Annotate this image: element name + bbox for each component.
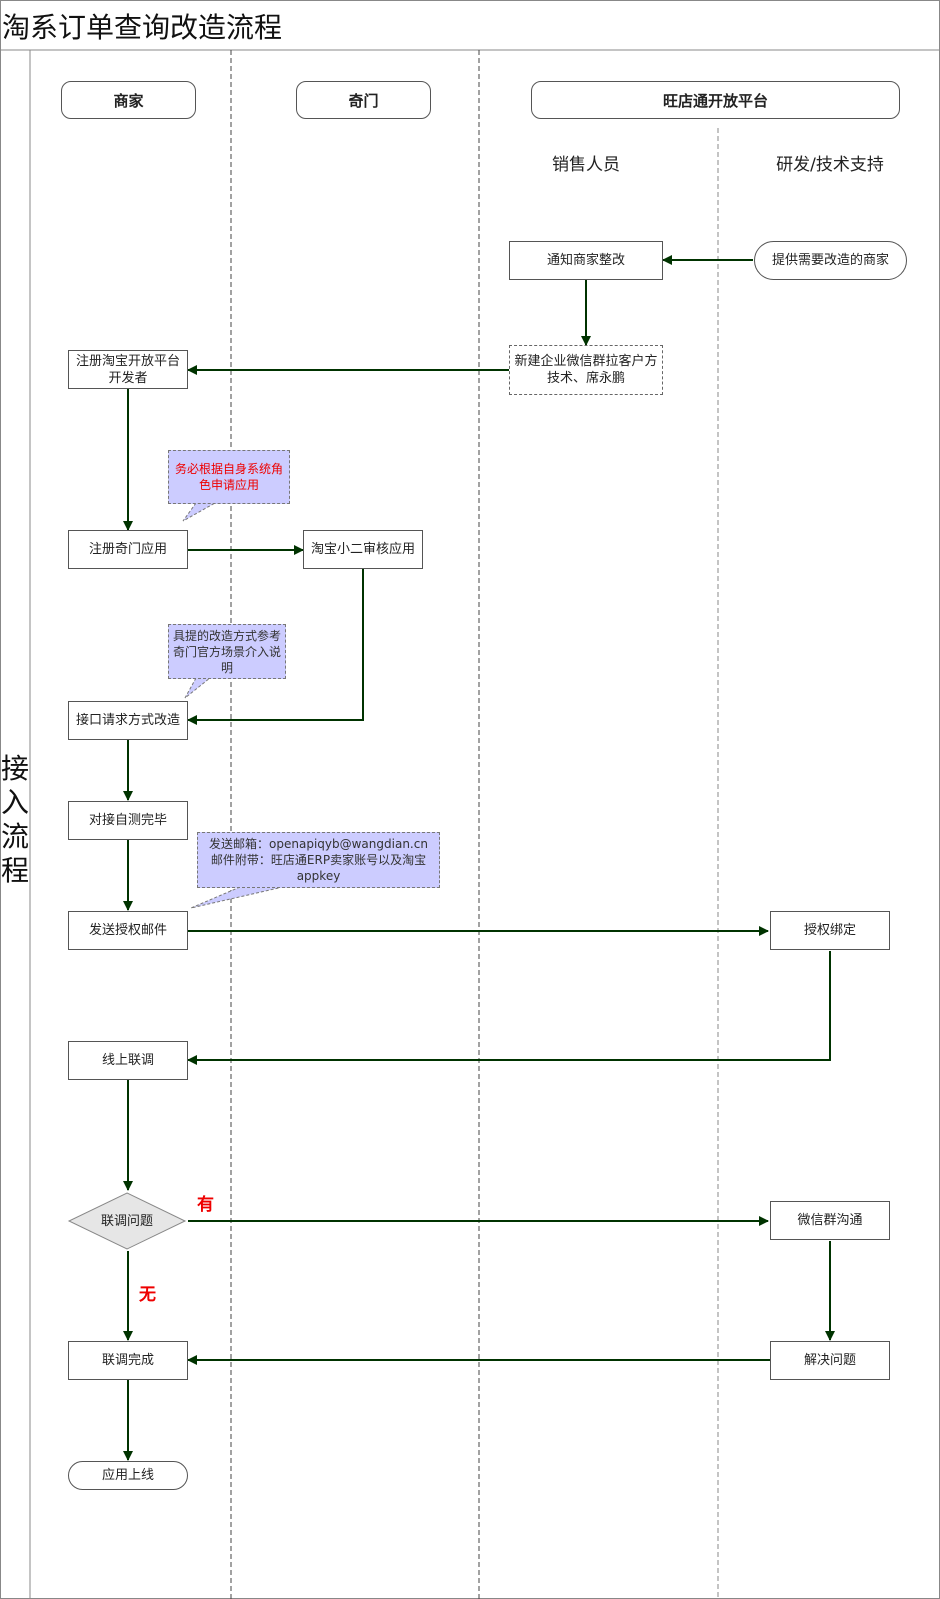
note-mail-details: 发送邮箱：openapiqyb@wangdian.cn 邮件附带：旺店通ERP卖…	[197, 832, 440, 888]
node-register-qimen-app: 注册奇门应用	[68, 530, 188, 569]
node-debug-issue-decision: 联调问题	[100, 1213, 153, 1229]
arrow-auth-bind-to-online-debug	[187, 951, 831, 1065]
side-label-char: 流	[1, 820, 30, 853]
side-label: 接 入 流 程	[1, 752, 29, 888]
node-provide-merchants: 提供需要改造的商家	[754, 241, 907, 280]
note-role-application: 务必根据自身系统角色申请应用	[168, 450, 290, 504]
edge-label-yes: 有	[197, 1195, 214, 1215]
node-send-auth-mail: 发送授权邮件	[68, 911, 188, 950]
arrow-review-to-interface	[187, 569, 364, 725]
edge-label-no: 无	[139, 1285, 156, 1305]
node-debug-complete: 联调完成	[68, 1341, 188, 1380]
mail-note-tail	[190, 886, 284, 909]
node-new-wechat-group: 新建企业微信群拉客户方技术、席永鹏	[509, 345, 663, 395]
sub-header-sales: 销售人员	[552, 155, 620, 175]
node-register-taobao-developer: 注册淘宝开放平台开发者	[68, 350, 188, 389]
node-wechat-communication: 微信群沟通	[770, 1201, 890, 1240]
side-label-char: 程	[1, 854, 30, 887]
note-mail-address: 发送邮箱：openapiqyb@wangdian.cn	[209, 837, 428, 851]
node-selftest-complete: 对接自测完毕	[68, 801, 188, 840]
node-interface-refactor: 接口请求方式改造	[68, 701, 188, 740]
node-notify-merchant: 通知商家整改	[509, 241, 663, 280]
method-note-tail	[184, 677, 212, 699]
lane-header-qimen: 奇门	[296, 81, 431, 119]
sub-header-rd: 研发/技术支持	[776, 155, 884, 175]
node-auth-bind: 授权绑定	[770, 911, 890, 950]
node-online-debug: 线上联调	[68, 1041, 188, 1080]
lane-header-platform: 旺店通开放平台	[531, 81, 900, 119]
node-resolve-issue: 解决问题	[770, 1341, 890, 1380]
note-refactor-method: 具提的改造方式参考奇门官方场景介入说明	[168, 624, 286, 679]
lane-header-merchant: 商家	[61, 81, 196, 119]
node-taobao-review: 淘宝小二审核应用	[303, 530, 423, 569]
node-app-launch: 应用上线	[68, 1461, 188, 1490]
role-note-tail	[182, 502, 217, 522]
note-mail-attachment: 邮件附带：旺店通ERP卖家账号以及淘宝appkey	[210, 853, 427, 883]
decision-diamond	[67, 1192, 187, 1250]
page-title: 淘系订单查询改造流程	[2, 11, 283, 44]
side-label-char: 入	[1, 786, 30, 819]
side-label-char: 接	[1, 752, 30, 785]
